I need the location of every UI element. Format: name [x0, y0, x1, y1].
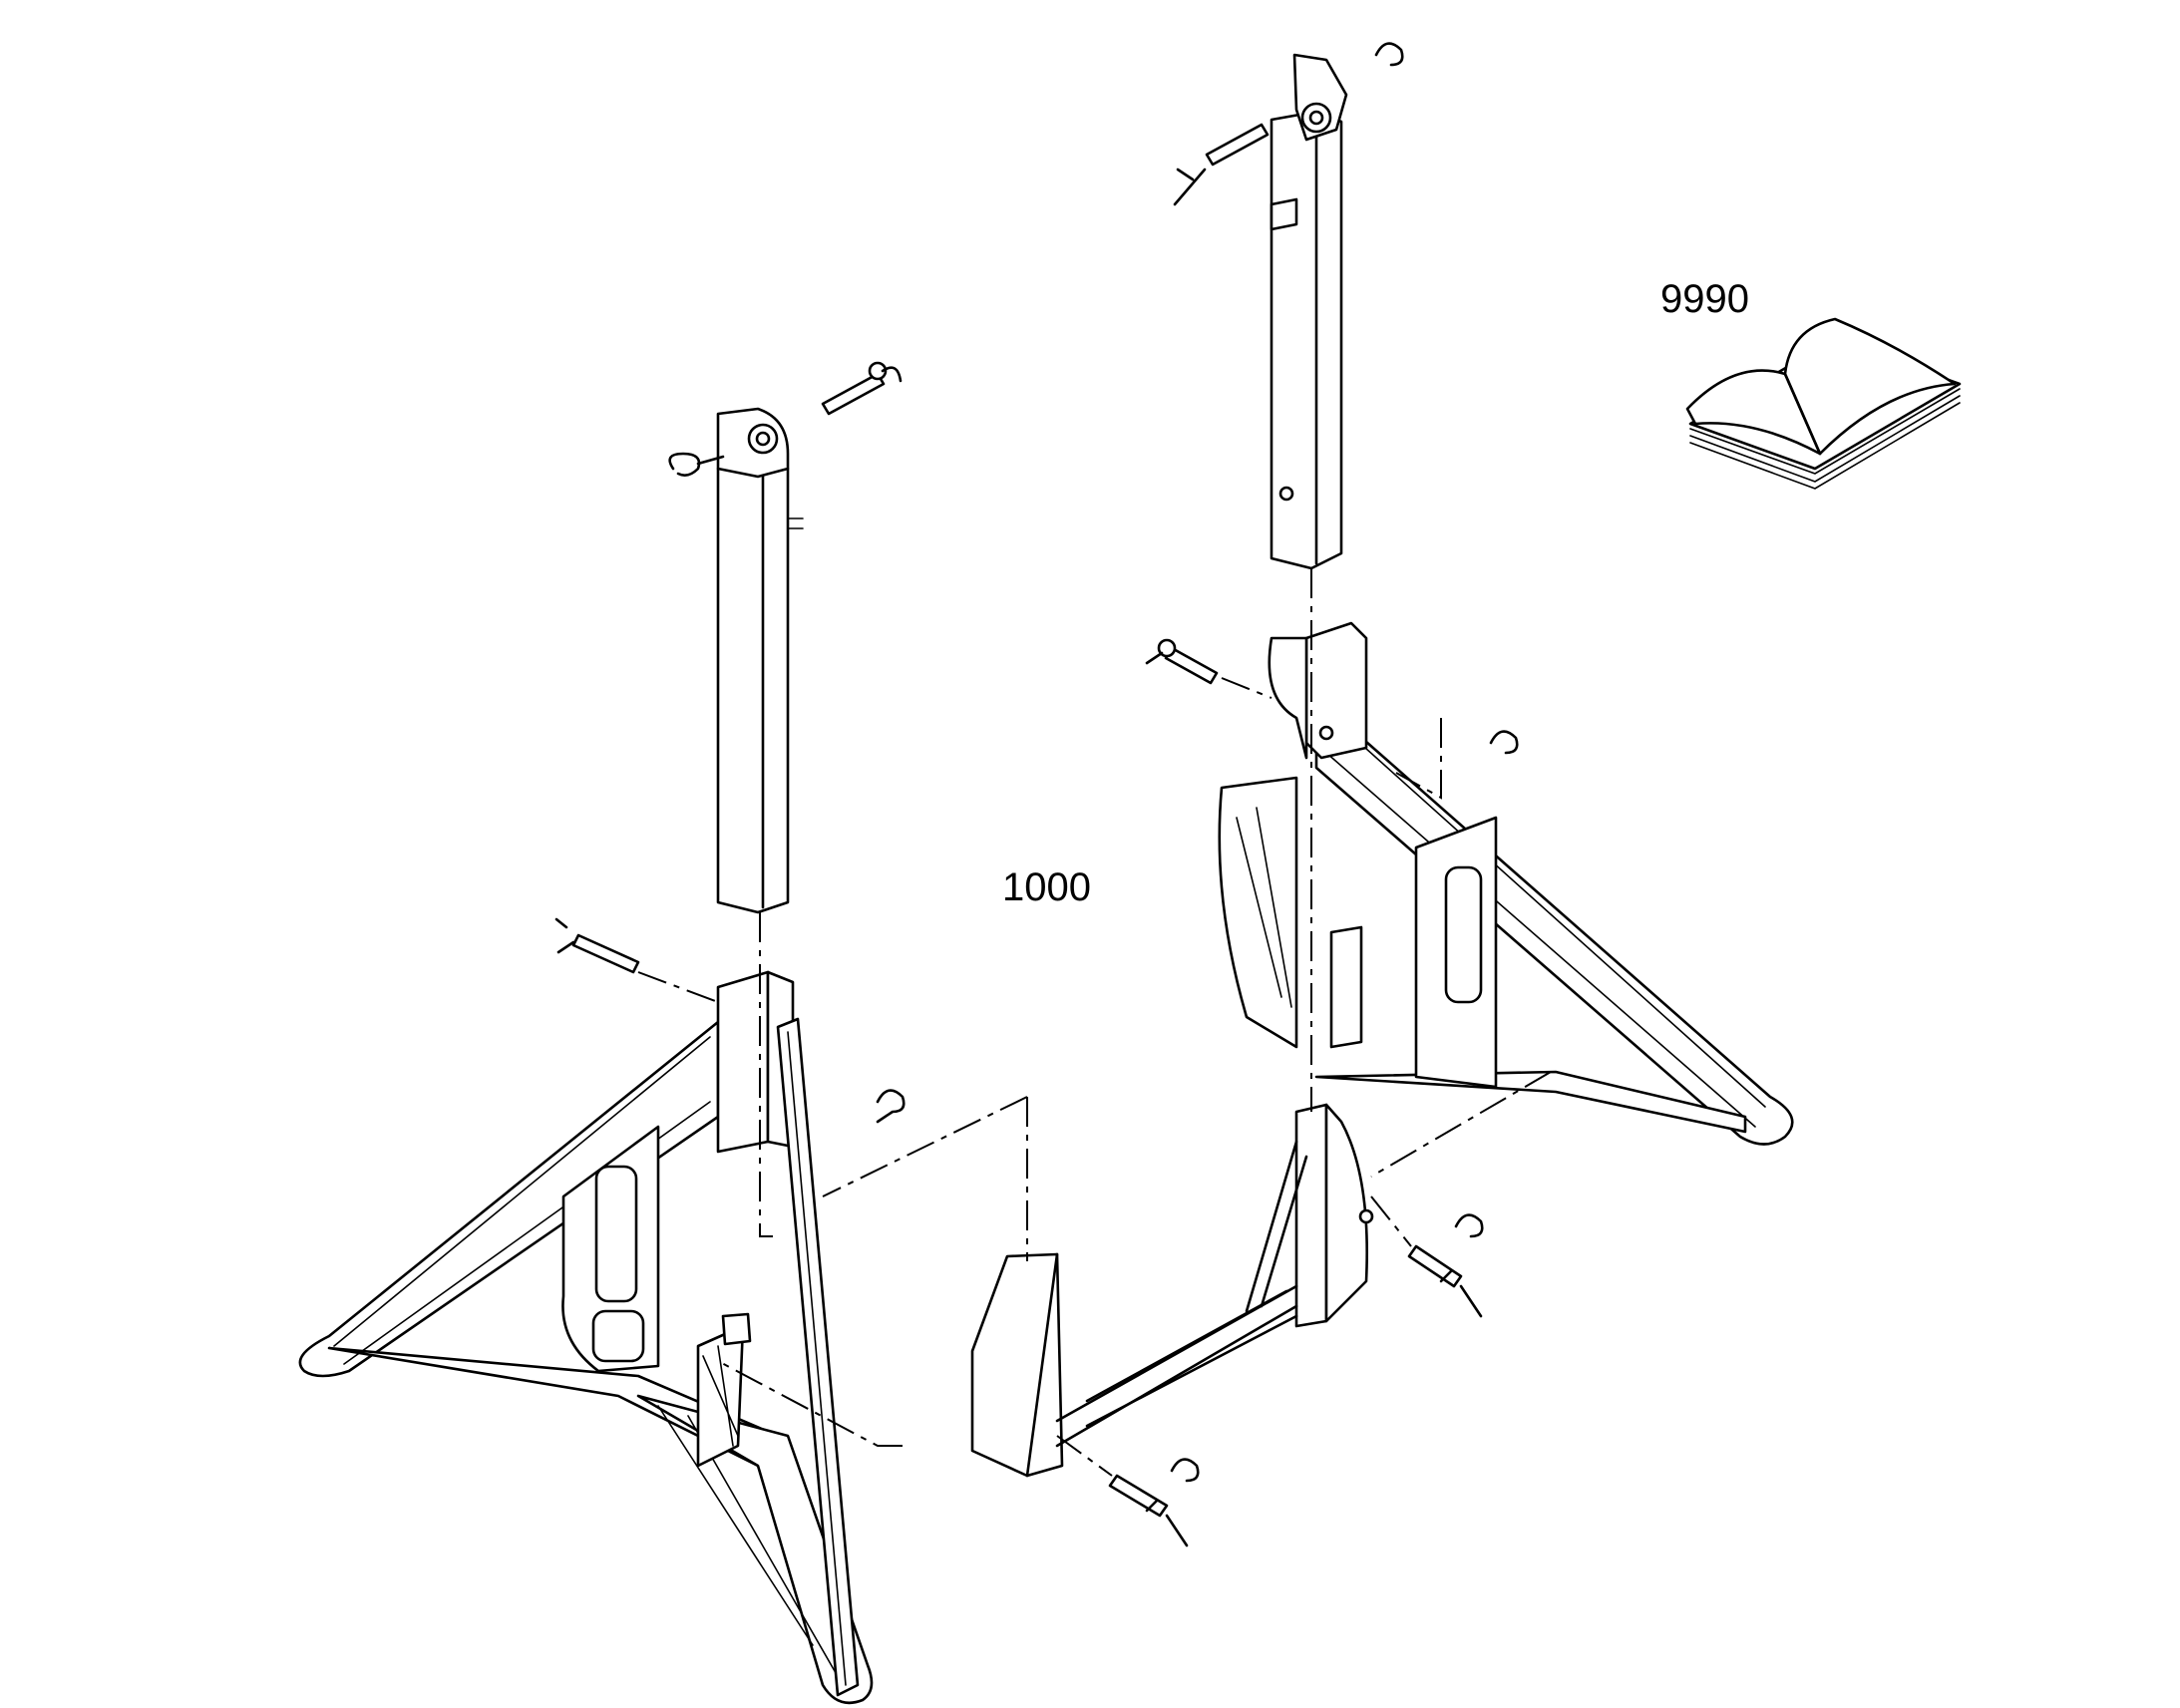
- crossbar-pins: [1108, 1213, 1484, 1547]
- right-column: [1270, 53, 1348, 570]
- callout-1000: 1000: [1002, 865, 1091, 909]
- right-stand-base: [1218, 621, 1794, 1146]
- left-stand-base: [298, 970, 874, 1705]
- assembly-lines: [637, 568, 1552, 1477]
- crossbar-frame: [970, 1103, 1374, 1478]
- callout-9990: 9990: [1660, 277, 1749, 321]
- right-column-pins: [1145, 42, 1519, 755]
- left-column-pins: [554, 361, 906, 1124]
- left-column: [716, 407, 804, 914]
- manual-book-icon: [1685, 317, 1962, 490]
